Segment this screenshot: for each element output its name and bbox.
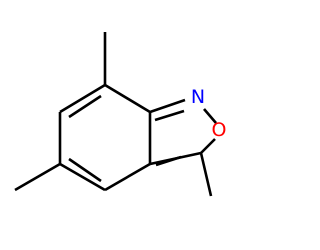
bond-c3a-c4 [104, 162, 151, 192]
double-bond-c7-c6-inner [68, 94, 102, 119]
atom-label-oxygen: O [212, 119, 227, 141]
benzisoxazole-structure: N O [14, 32, 227, 197]
bond-c4-c5 [59, 162, 106, 192]
methyl-bond-c5 [14, 162, 61, 192]
bond-n-o [203, 108, 217, 124]
atom-label-nitrogen: N [191, 86, 205, 108]
bond-o-c3 [200, 138, 216, 154]
bond-c7-c7a [104, 83, 151, 114]
double-bond-c5-c4-inner [68, 157, 102, 183]
structure-canvas: N O [14, 32, 227, 197]
bond-c3-c3a [149, 151, 202, 166]
double-bond-c7a-n-inner [154, 109, 185, 122]
methyl-bond-c3 [199, 152, 213, 197]
bond-c6-c7 [59, 83, 106, 114]
bond-c7a-n [149, 98, 186, 114]
